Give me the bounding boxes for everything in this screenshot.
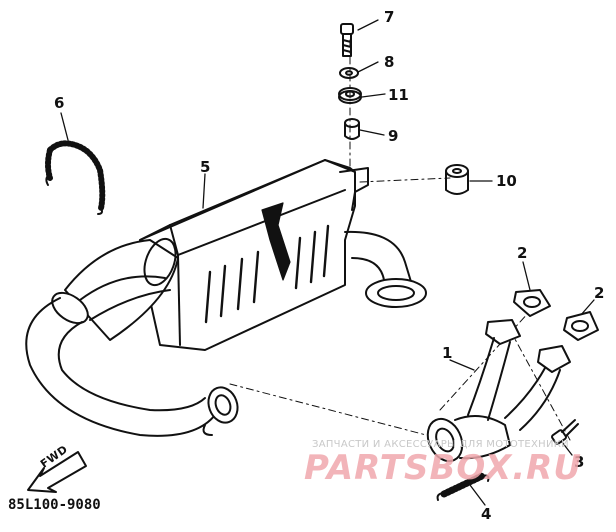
- diagram-code: 85L100-9080: [8, 497, 101, 513]
- muffler-part-5: [139, 159, 369, 351]
- gasket-part-2a: [513, 289, 551, 317]
- leader-lines: [60, 19, 595, 506]
- callout-11: 11: [388, 86, 409, 104]
- callout-7: 7: [384, 8, 395, 26]
- callout-3: 3: [574, 453, 585, 471]
- bolt-part-7: [340, 23, 354, 57]
- damper-part-10: [445, 164, 469, 195]
- front-pipe: [25, 291, 239, 437]
- callout-9: 9: [388, 127, 399, 145]
- callout-4: 4: [481, 505, 492, 523]
- assembly-lines: [229, 39, 571, 441]
- fwd-arrow-icon: [27, 451, 87, 493]
- bolt-part-3: [551, 419, 579, 445]
- washer-part-8: [339, 67, 359, 79]
- callout-6: 6: [54, 94, 65, 112]
- callout-10: 10: [496, 172, 517, 190]
- gasket-part-2b: [563, 311, 599, 341]
- collar-part-9: [344, 118, 360, 140]
- catalyst-cone: [64, 237, 179, 341]
- spring-part-4: [436, 472, 490, 501]
- callout-5: 5: [200, 158, 211, 176]
- nut-part-11: [338, 87, 362, 104]
- callout-2a: 2: [517, 244, 528, 262]
- callout-8: 8: [384, 53, 395, 71]
- callout-2b: 2: [594, 284, 605, 302]
- manifold-part-1: [426, 319, 571, 463]
- callout-1: 1: [442, 344, 453, 362]
- watermark-tagline: ЗАПЧАСТИ И АКСЕССУАРЫ ДЛЯ МОТОТЕХНИКИ: [312, 439, 569, 450]
- watermark-brand: PARTSBOX.RU: [304, 448, 582, 488]
- tail-outlet: [344, 230, 427, 308]
- spring-part-6: [45, 140, 106, 215]
